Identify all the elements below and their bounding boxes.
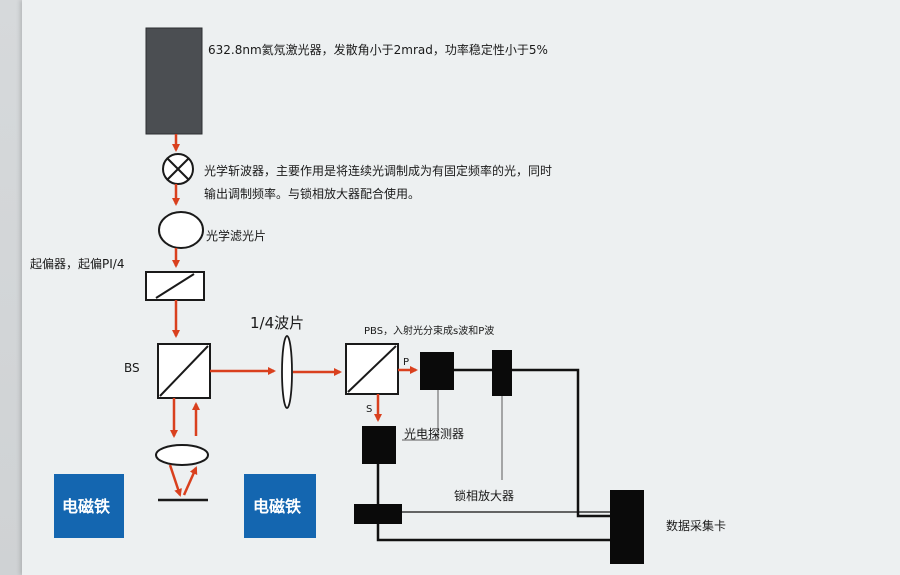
chopper-label-line2: 输出调制频率。与锁相放大器配合使用。	[204, 186, 420, 201]
polarizer-label: 起偏器，起偏PI/4	[30, 256, 124, 271]
beam-lens-sample-left	[168, 464, 182, 497]
electromagnet-left	[54, 474, 124, 538]
daq-label: 数据采集卡	[666, 518, 726, 533]
filter-icon	[158, 211, 204, 249]
beam-sample-lens-right	[182, 466, 198, 496]
lower-lens-icon	[155, 444, 209, 466]
electromagnet-right-label: 电磁铁	[253, 497, 301, 516]
bs-label: BS	[124, 361, 140, 375]
quarter-wave-label: 1/4波片	[250, 314, 304, 332]
photodetector-s	[362, 426, 396, 464]
lockin-amplifier-upper	[492, 350, 512, 396]
beam-splitter-icon	[157, 343, 211, 399]
wire-bottom-daq	[376, 524, 610, 542]
electromagnet-right	[244, 474, 316, 538]
lockin-amplifier-lower	[354, 504, 402, 524]
lockin-label: 锁相放大器	[454, 488, 514, 503]
electromagnet-left-label: 电磁铁	[62, 497, 110, 516]
wire-lockin-upper-daq	[512, 368, 610, 518]
pbs-label: PBS，入射光分束成s波和P波	[364, 324, 494, 337]
daq-card	[610, 490, 644, 564]
photodetector-p	[420, 352, 454, 390]
chopper-icon	[162, 153, 194, 185]
filter-label: 光学滤光片	[206, 228, 266, 243]
laser-label: 632.8nm氦氖激光器，发散角小于2mrad，功率稳定性小于5%	[208, 42, 548, 57]
leader-photodetector	[402, 390, 439, 441]
polarizer-icon	[145, 271, 205, 301]
s-wave-label: S	[366, 404, 372, 415]
photodetector-label: 光电探测器	[404, 427, 464, 441]
p-wave-label: P	[403, 357, 409, 368]
quarter-wave-plate-icon	[281, 335, 293, 409]
chopper-label-line1: 光学斩波器，主要作用是将连续光调制成为有固定频率的光，同时	[204, 163, 552, 178]
laser	[145, 27, 203, 135]
pbs-icon	[345, 343, 399, 395]
